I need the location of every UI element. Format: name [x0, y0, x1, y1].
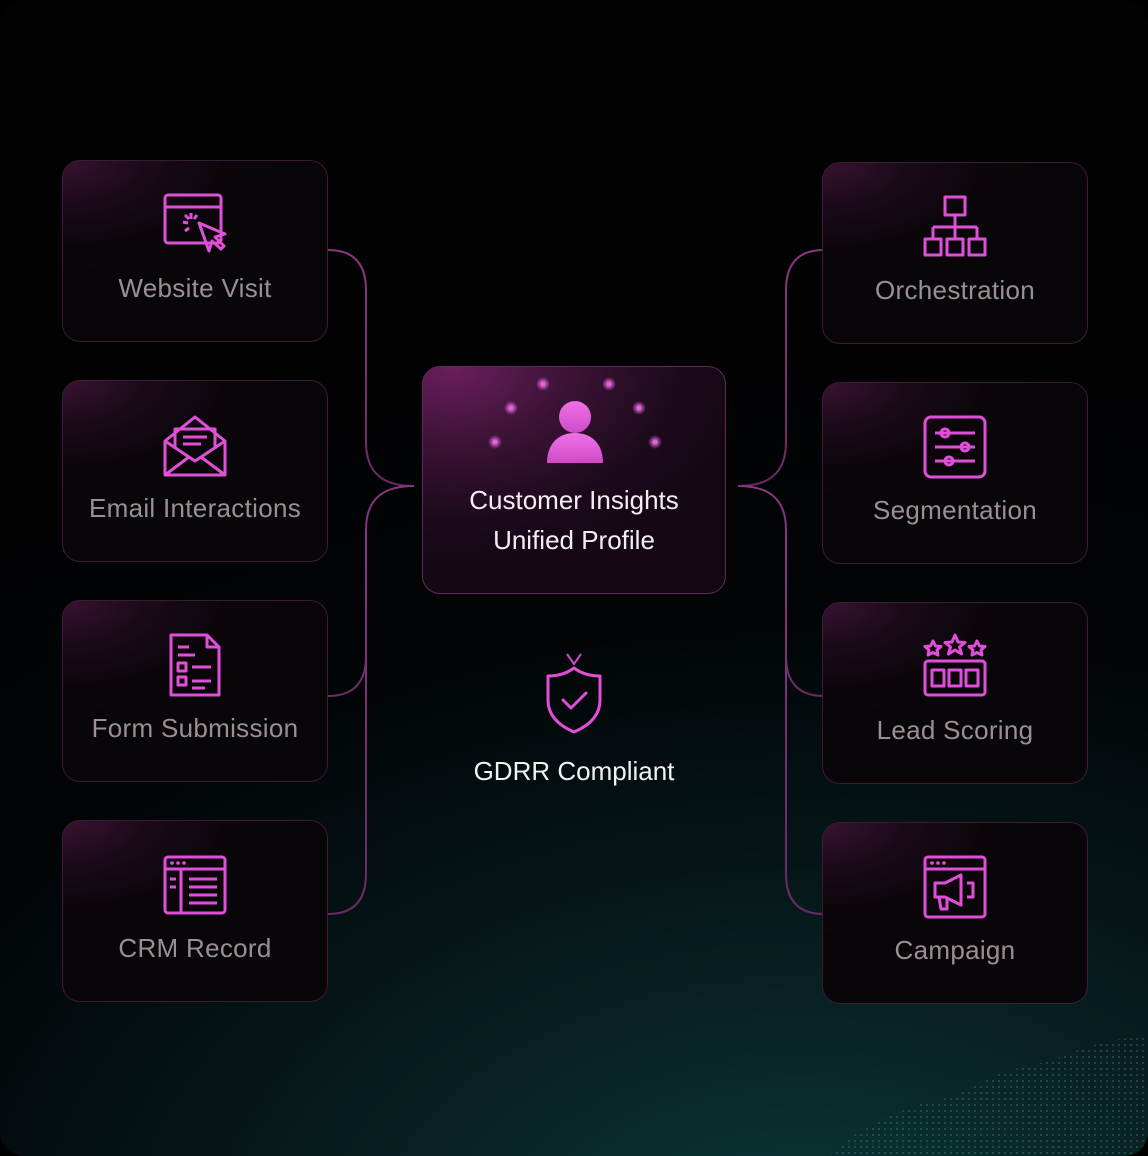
output-label: Lead Scoring: [876, 715, 1034, 745]
hierarchy-icon: [923, 195, 987, 257]
source-card-website-visit[interactable]: Website Visit: [62, 160, 328, 342]
compliance-label: GDRR Compliant: [473, 756, 675, 786]
source-card-form-submission[interactable]: Form Submission: [62, 600, 328, 782]
shield-check-icon: [546, 666, 602, 734]
output-label: Orchestration: [875, 275, 1035, 305]
source-card-crm-record[interactable]: CRM Record: [62, 820, 328, 1002]
dot-texture: [828, 1036, 1148, 1156]
star-rating-icon: [923, 633, 987, 697]
wire-campaign: [785, 530, 825, 915]
sparkle-dots: [488, 377, 662, 449]
wire-website-visit: [327, 249, 415, 487]
output-card-campaign[interactable]: Campaign: [822, 822, 1088, 1004]
output-card-orchestration[interactable]: Orchestration: [822, 162, 1088, 344]
center-title-line2: Unified Profile: [493, 525, 655, 555]
envelope-open-icon: [163, 415, 227, 477]
wire-orchestration: [737, 249, 825, 487]
output-label: Segmentation: [872, 495, 1038, 525]
form-document-icon: [169, 633, 221, 697]
source-label: CRM Record: [118, 933, 272, 963]
wire-lead-scoring: [737, 485, 825, 697]
user-icon: [488, 377, 662, 463]
unified-profile-card[interactable]: Customer Insights Unified Profile: [422, 366, 726, 594]
wire-form-submission: [327, 485, 415, 697]
megaphone-icon: [923, 855, 987, 919]
output-label: Campaign: [894, 935, 1016, 965]
source-label: Website Visit: [118, 273, 272, 303]
output-card-segmentation[interactable]: Segmentation: [822, 382, 1088, 564]
browser-click-icon: [163, 193, 227, 253]
arrow-head-icon: [566, 653, 582, 666]
crm-window-icon: [163, 855, 227, 915]
source-card-email-interactions[interactable]: Email Interactions: [62, 380, 328, 562]
source-label: Email Interactions: [88, 493, 302, 523]
output-card-lead-scoring[interactable]: Lead Scoring: [822, 602, 1088, 784]
source-label: Form Submission: [91, 713, 299, 743]
wire-crm-record: [327, 530, 367, 915]
sliders-icon: [923, 415, 987, 479]
center-title-line1: Customer Insights: [469, 485, 679, 515]
